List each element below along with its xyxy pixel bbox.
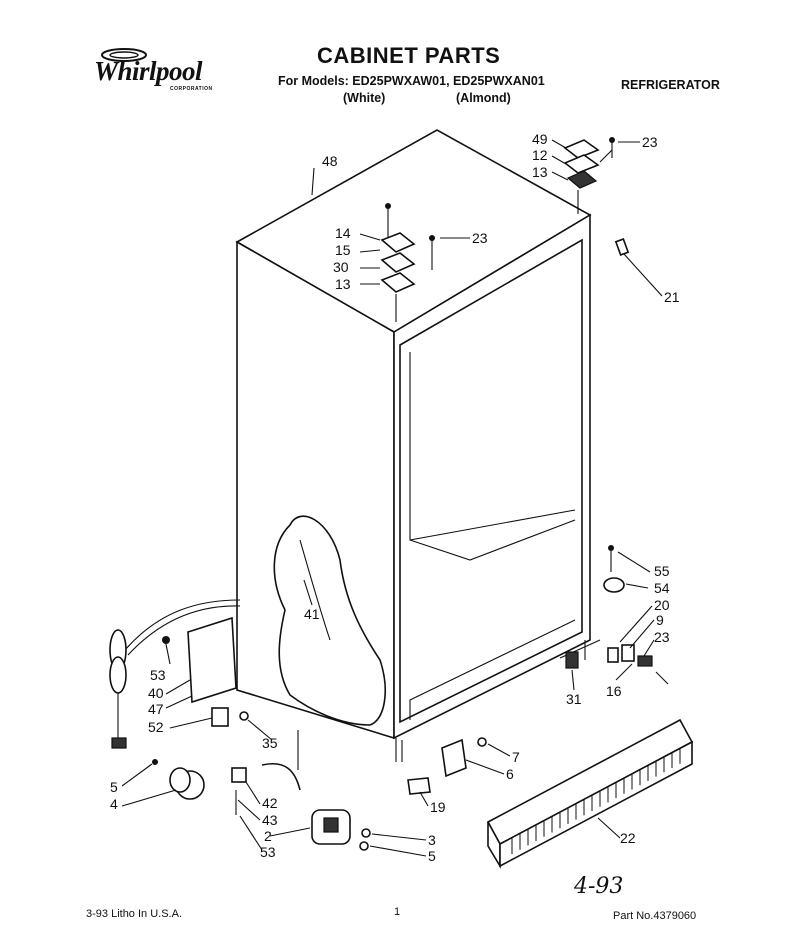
callout-42: 42 xyxy=(262,795,278,811)
callout-30: 30 xyxy=(333,259,349,275)
callout-13: 13 xyxy=(335,276,351,292)
whirlpool-logo: Whirlpool CORPORATION xyxy=(84,46,214,98)
callout-9: 9 xyxy=(656,612,664,628)
callout-35: 35 xyxy=(262,735,278,751)
callout-12: 12 xyxy=(532,147,548,163)
left-side-hardware xyxy=(109,599,301,815)
page-title: CABINET PARTS xyxy=(317,43,501,68)
callout-54: 54 xyxy=(654,580,670,596)
callout-14: 14 xyxy=(335,225,351,241)
callout-31: 31 xyxy=(566,691,582,707)
callout-3: 3 xyxy=(428,832,436,848)
variant-almond: (Almond) xyxy=(456,91,511,105)
callout-23: 23 xyxy=(654,629,670,645)
callout-15: 15 xyxy=(335,242,351,258)
callout-23: 23 xyxy=(472,230,488,246)
pin-21 xyxy=(614,238,630,256)
litho-line: 3-93 Litho In U.S.A. xyxy=(86,908,182,920)
callout-21: 21 xyxy=(664,289,680,305)
callout-43: 43 xyxy=(262,812,278,828)
callout-5: 5 xyxy=(110,779,118,795)
callout-47: 47 xyxy=(148,701,164,717)
callout-52: 52 xyxy=(148,719,164,735)
callout-19: 19 xyxy=(430,799,446,815)
part-number: Part No.4379060 xyxy=(613,910,697,922)
callout-49: 49 xyxy=(532,131,548,147)
callout-55: 55 xyxy=(654,563,670,579)
callout-6: 6 xyxy=(506,766,514,782)
brand-name: Whirlpool xyxy=(94,56,203,86)
callout-13: 13 xyxy=(532,164,548,180)
callout-labels: 49 23 12 13 48 14 23 15 30 13 21 41 55 5… xyxy=(110,131,680,864)
callout-2: 2 xyxy=(264,828,272,844)
callout-40: 40 xyxy=(148,685,164,701)
callout-23: 23 xyxy=(642,134,658,150)
right-lower-hardware xyxy=(565,545,669,685)
top-right-hinge-stack xyxy=(563,137,615,214)
callout-16: 16 xyxy=(606,683,622,699)
callout-4: 4 xyxy=(110,796,118,812)
callout-5: 5 xyxy=(428,848,436,864)
leader-lines xyxy=(121,139,663,857)
callout-53: 53 xyxy=(260,844,276,860)
top-center-hinge-stack xyxy=(380,203,435,322)
callout-41: 41 xyxy=(304,606,320,622)
page-number: 1 xyxy=(394,906,401,918)
callout-7: 7 xyxy=(512,749,520,765)
callout-22: 22 xyxy=(620,830,636,846)
bottom-center-hardware xyxy=(311,737,487,851)
callout-48: 48 xyxy=(322,153,338,169)
handwritten-date: 4-93 xyxy=(574,874,624,899)
logo-swoosh-icon xyxy=(101,48,147,62)
callout-53: 53 xyxy=(150,667,166,683)
toe-grille xyxy=(486,718,694,869)
cabinet-shell xyxy=(235,129,601,762)
brand-subtitle: CORPORATION xyxy=(170,86,213,92)
variant-white: (White) xyxy=(343,91,386,105)
callout-20: 20 xyxy=(654,597,670,613)
appliance-type: REFRIGERATOR xyxy=(621,78,720,92)
models-line: For Models: ED25PWXAW01, ED25PWXAN01 xyxy=(278,74,545,88)
